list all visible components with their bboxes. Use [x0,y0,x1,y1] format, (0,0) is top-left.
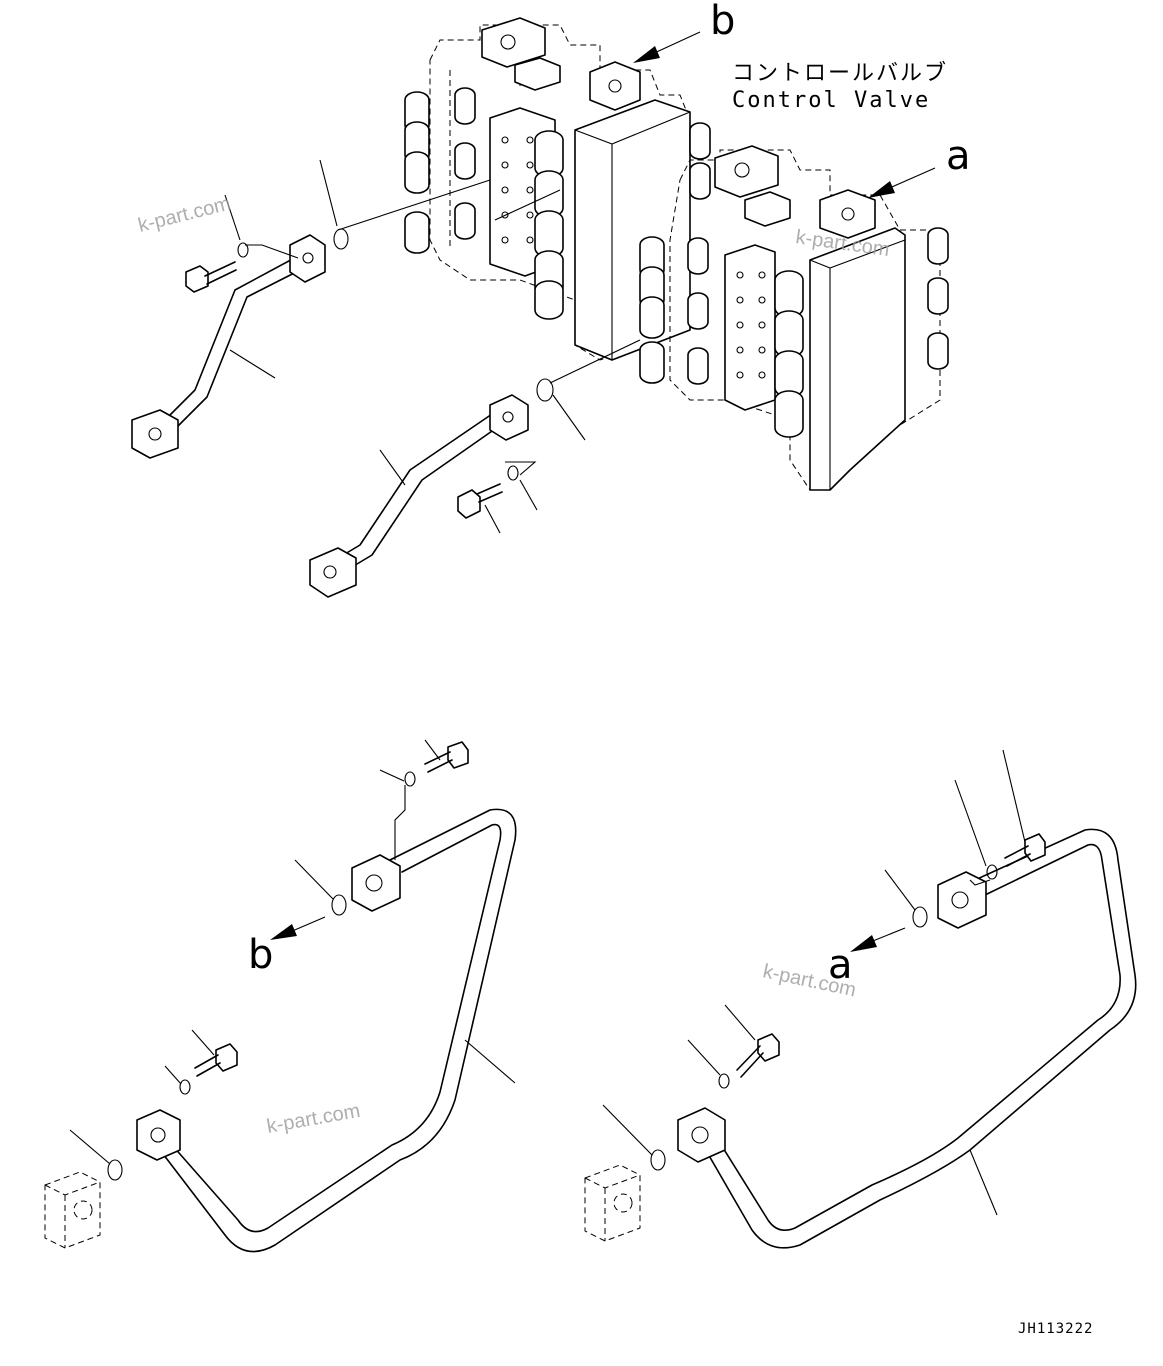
ref-letter-b-top: b [710,0,735,44]
o-ring-lower-right-top [912,906,928,928]
plate-holes-a [736,271,766,379]
arrow-a-bottom [850,927,906,952]
control-valve-label-en: Control Valve [732,88,930,113]
washer-lower-right-bottom [718,1073,730,1089]
tube-upper-left [131,234,326,459]
tube-lower-left [136,808,517,1253]
watermark-4: k-part.com [265,1100,362,1138]
bolt-lower-right-top [1004,833,1046,867]
washer-lower-left-bottom [179,1079,191,1095]
arrow-b-top [633,31,701,63]
arrow-a-top [868,167,936,198]
o-ring-lower-right-bottom [650,1149,666,1171]
bolt-upper-left [185,261,237,293]
ref-letter-b-bottom: b [248,932,273,978]
valve-spools-a-left [639,236,709,385]
control-valve-label-jp: コントロールバルブ [732,61,948,86]
plate-holes-b [501,136,534,244]
tube-lower-right [677,828,1137,1249]
ref-letter-a-bottom: a [828,942,853,988]
washer-lower-right-top [986,864,998,880]
bolt-lower-right-bottom [736,1033,780,1078]
control-valve-a [639,145,949,491]
valve-spools-b-left [404,87,476,254]
washer-lower-left-top [404,771,416,787]
port-block-right [584,1164,641,1242]
arrow-b-bottom [270,916,326,940]
o-ring-lower-left-bottom [107,1159,123,1181]
watermark-1: k-part.com [136,193,233,237]
port-block-left [44,1171,101,1249]
tube-upper-middle [309,394,529,598]
leader-lines [69,159,1026,1216]
drawing-code: JH113222 [1018,1321,1093,1337]
washer-upper-middle [507,465,519,481]
o-ring-upper-left [333,228,349,250]
washer-upper-left [237,242,249,258]
valve-spools-b-right [534,122,711,320]
o-ring-lower-left-top [331,894,347,916]
ref-letter-a-top: a [946,133,971,179]
o-ring-upper-middle [536,378,554,402]
bolt-lower-left-top [424,741,469,773]
valve-spools-a-right [774,227,949,438]
bolt-upper-middle [457,483,503,519]
bolt-lower-left-bottom [194,1043,238,1077]
